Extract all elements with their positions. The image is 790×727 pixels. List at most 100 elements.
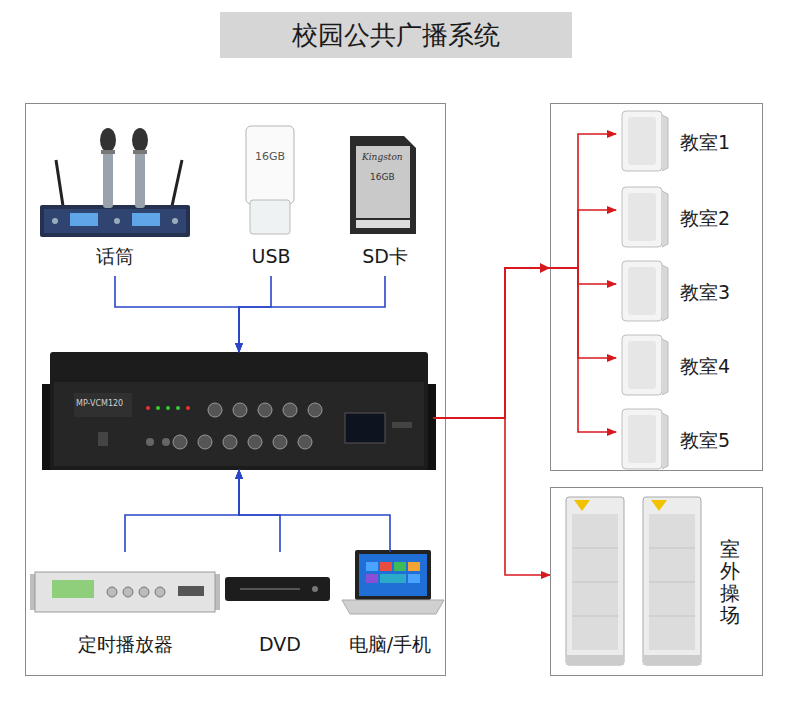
device-label: 定时播放器 (30, 632, 220, 656)
sd-card (350, 136, 416, 234)
laptop (408, 574, 420, 583)
dvd-device: DVD (225, 552, 335, 660)
timer-player (52, 580, 94, 598)
classroom-speaker (622, 187, 662, 247)
laptop (355, 550, 431, 600)
laptop (394, 562, 406, 571)
capacity-mark: 16GB (255, 150, 285, 163)
usb-stick (246, 126, 294, 204)
classroom-speaker (662, 265, 668, 321)
column-speaker (572, 616, 618, 617)
classroom-speaker (622, 111, 668, 469)
amplifier (146, 406, 150, 410)
timer-player-device: 定时播放器 (30, 552, 220, 660)
signal-line (115, 276, 239, 352)
sd-card (350, 136, 416, 234)
classroom-speaker (622, 409, 662, 469)
wireless-mic-receiver (40, 205, 190, 237)
laptop (380, 562, 392, 571)
timer-player (30, 572, 220, 612)
wireless-mic-receiver (172, 160, 182, 206)
outdoor-zone: 室外操场 (550, 487, 763, 676)
device-label: 教室2 (680, 206, 730, 230)
wireless-mic-receiver (114, 218, 120, 224)
amplifier (50, 352, 428, 470)
device-label: 话筒 (40, 244, 190, 268)
usb-stick (250, 200, 290, 234)
signal-line (125, 470, 239, 552)
timer-player (107, 587, 117, 597)
column-speaker (651, 500, 667, 511)
amplifier (392, 422, 412, 428)
wireless-mic-receiver (40, 160, 190, 237)
timer-player (123, 587, 133, 597)
wireless-mic-receiver (70, 213, 98, 226)
classroom-speaker-node: 教室2 (616, 187, 736, 249)
classroom-speaker (662, 191, 668, 247)
column-speaker (566, 497, 624, 665)
capacity-mark: 16GB (370, 172, 395, 182)
wireless-mic-receiver (132, 213, 160, 226)
amplifier (345, 413, 385, 443)
classroom-speaker (662, 115, 668, 171)
classroom-speaker (622, 111, 662, 171)
amplifier (166, 406, 170, 410)
dvd-player (225, 577, 330, 601)
zone-label: 室外操场 (720, 538, 740, 626)
amplifier (258, 403, 272, 417)
classroom-speaker-node: 教室1 (616, 111, 736, 173)
device-label: 电脑/手机 (340, 632, 440, 656)
column-speaker (566, 655, 624, 665)
amplifier (308, 403, 322, 417)
classroom-speaker (628, 193, 656, 241)
usb-device: USB (235, 124, 307, 276)
laptop (359, 554, 427, 596)
laptop (408, 562, 420, 571)
device-label: DVD (225, 632, 335, 656)
column-speaker (572, 582, 618, 583)
amplifier (173, 435, 187, 449)
amplifier (208, 403, 222, 417)
microphone (100, 128, 116, 152)
microphone (101, 150, 115, 154)
column-speaker (649, 582, 695, 583)
classroom-speaker (622, 335, 662, 395)
classroom-panel (551, 104, 763, 471)
classroom-speaker (622, 261, 662, 321)
column-speaker (643, 497, 701, 665)
timer-player (155, 587, 165, 597)
column-speaker (649, 514, 695, 650)
laptop (342, 550, 444, 614)
classroom-speaker (662, 339, 668, 395)
amplifier (146, 438, 154, 446)
left-panel (26, 104, 446, 676)
model-label: MP-VCM120 (76, 399, 433, 409)
device-label: 教室1 (680, 130, 730, 154)
dvd-player (312, 586, 318, 592)
column-speaker (566, 497, 701, 665)
column-speaker (574, 500, 590, 511)
amplifier (273, 435, 287, 449)
diagram-title: 校园公共广播系统 (292, 18, 500, 53)
microphone-device: 话筒 (40, 124, 190, 276)
speaker-line (433, 268, 616, 432)
classroom-speaker-node: 教室3 (616, 261, 736, 323)
speaker-line (433, 210, 616, 418)
microphone (103, 150, 113, 208)
device-label: USB (235, 244, 307, 268)
laptop (366, 562, 378, 571)
laptop-device: 电脑/手机 (340, 552, 440, 660)
dvd-player (240, 588, 300, 590)
classroom-speaker (662, 413, 668, 469)
title-band: 校园公共广播系统 (220, 12, 572, 58)
wireless-mic-receiver (56, 160, 63, 206)
classroom-panel (551, 104, 763, 471)
sd-card-device: SD卡 (340, 124, 430, 276)
amplifier (54, 382, 424, 466)
laptop (342, 600, 444, 614)
signal-line (239, 470, 390, 552)
amplifier (176, 406, 180, 410)
column-speaker (643, 655, 701, 665)
